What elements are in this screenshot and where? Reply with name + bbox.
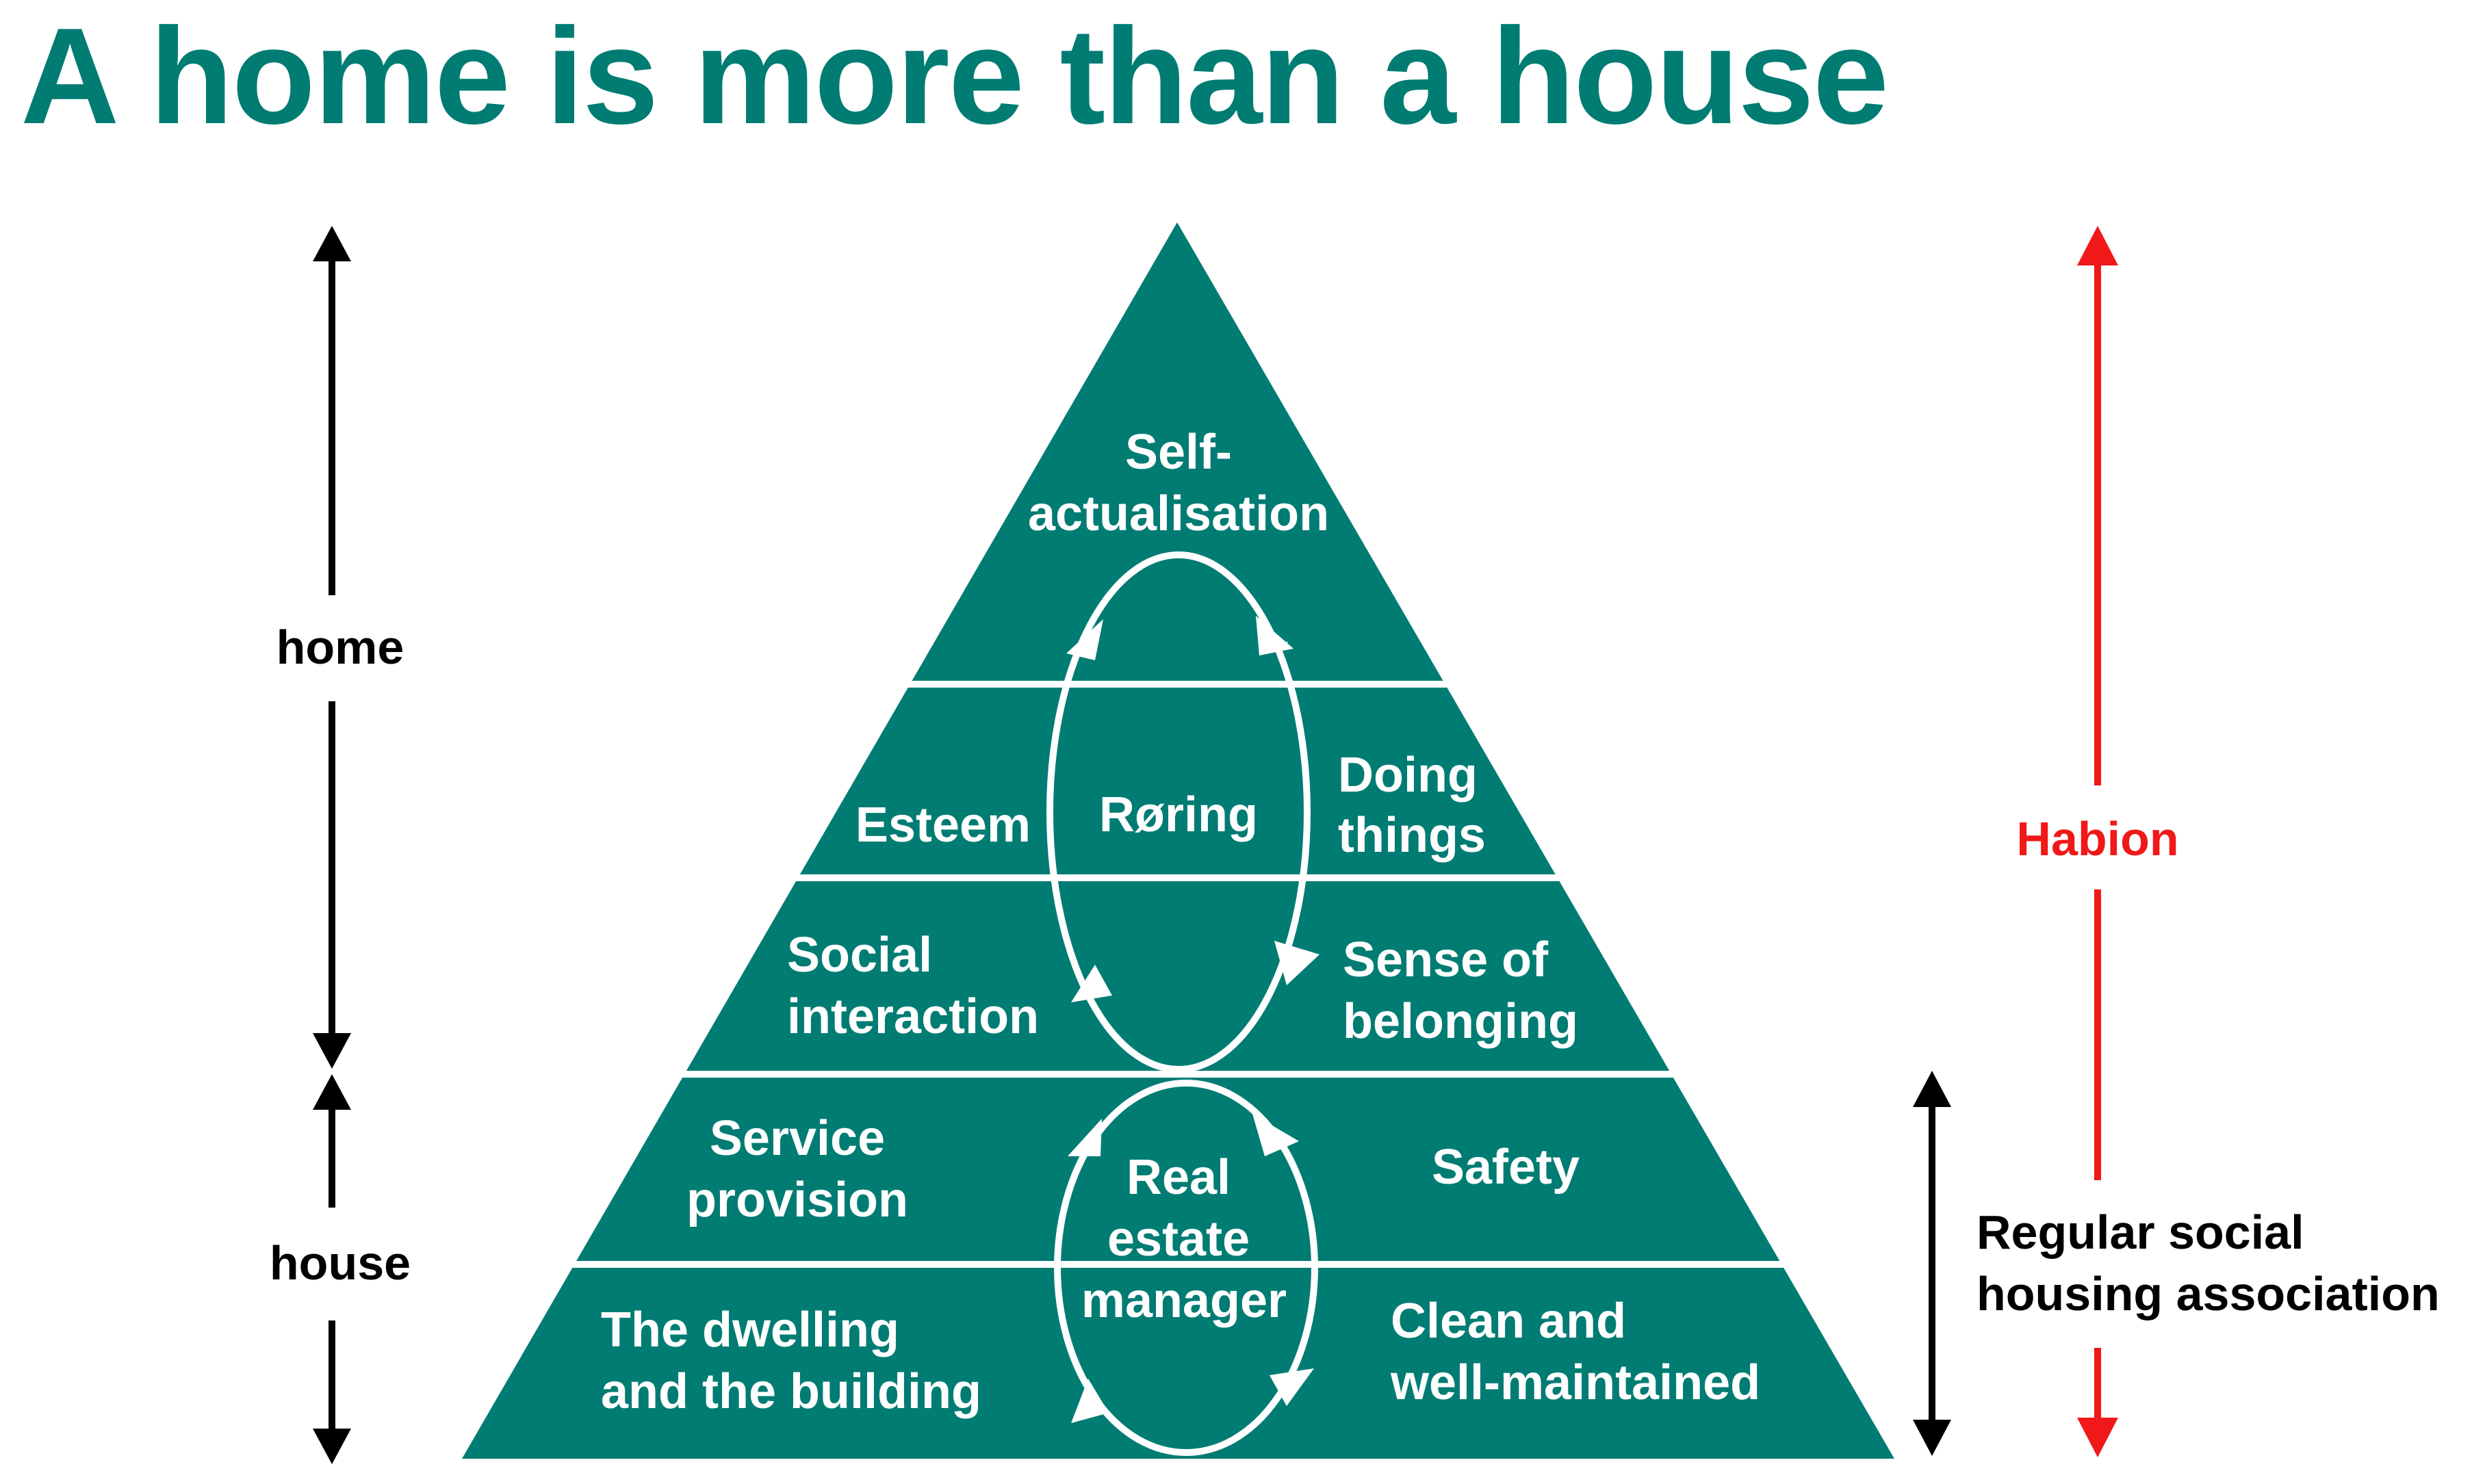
arrowhead-lower-upper-right <box>1252 1114 1299 1156</box>
page-title: A home is more than a house <box>21 0 1889 153</box>
lower-cycle-ellipse <box>1054 1080 1318 1456</box>
house-arrowhead-down <box>313 1429 351 1464</box>
regular-label-line1: Regular social <box>1977 1206 2304 1259</box>
doing-things-line2: things <box>1338 808 1486 863</box>
social-interaction-line1: Social <box>787 928 932 982</box>
dwelling-building-line2: and the building <box>601 1364 981 1419</box>
arrowhead-right-lower <box>1274 941 1319 985</box>
home-arrowhead-down <box>313 1033 351 1069</box>
service-provision-line1: Service <box>710 1111 885 1166</box>
social-interaction-line2: interaction <box>787 989 1039 1044</box>
lower-cycle <box>1054 1080 1318 1456</box>
regular-arrowhead-down <box>1913 1420 1951 1456</box>
arrowhead-up-left <box>1066 619 1103 660</box>
lower-cycle-line3: manager <box>1081 1273 1287 1328</box>
arrowhead-lower-right <box>1270 1368 1314 1406</box>
doing-things-line1: Doing <box>1338 748 1478 803</box>
upper-cycle-label: Røring <box>1099 787 1258 842</box>
habion-arrowheads <box>2077 226 2118 1457</box>
lower-cycle-line1: Real <box>1126 1150 1231 1205</box>
lower-cycle-arrowheads <box>1068 1114 1314 1423</box>
home-label: home <box>276 621 404 674</box>
safety-label: Safety <box>1432 1140 1580 1195</box>
sense-of-belonging-line1: Sense of <box>1343 933 1549 987</box>
upper-cycle-arrowheads <box>1066 616 1319 1002</box>
arrowhead-down-right <box>1256 616 1293 655</box>
left-axis-arrowheads <box>313 226 351 1464</box>
lower-cycle-line2: estate <box>1107 1212 1250 1266</box>
pyramid-shape <box>462 222 1894 1459</box>
house-arrowhead-up <box>313 1074 351 1110</box>
upper-cycle-ellipse <box>1046 551 1311 1073</box>
regular-arrowheads <box>1913 1071 1951 1456</box>
tier-dividers <box>548 681 1807 1268</box>
regular-arrowhead-up <box>1913 1071 1951 1107</box>
home-arrowhead-up <box>313 226 351 261</box>
dwelling-building-line1: The dwelling <box>601 1303 899 1357</box>
clean-maintained-line1: Clean and <box>1391 1294 1626 1349</box>
habion-label: Habion <box>2016 812 2178 865</box>
clean-maintained-line2: well-maintained <box>1390 1355 1760 1410</box>
upper-cycle <box>1046 551 1311 1073</box>
arrowhead-lower-upper-left <box>1068 1119 1102 1156</box>
service-provision-line2: provision <box>686 1173 908 1227</box>
sense-of-belonging-line2: belonging <box>1343 994 1578 1049</box>
apex-label-line2: actualisation <box>1028 486 1329 541</box>
apex-label-line1: Self- <box>1125 425 1232 480</box>
esteem-label: Esteem <box>855 798 1031 852</box>
arrowhead-lower-left <box>1071 1379 1109 1423</box>
habion-arrowhead-down <box>2077 1418 2118 1457</box>
house-label: house <box>270 1236 411 1290</box>
habion-arrowhead-up <box>2077 226 2118 265</box>
regular-label-line2: housing association <box>1977 1267 2440 1320</box>
arrowhead-left-lower <box>1071 965 1112 1002</box>
